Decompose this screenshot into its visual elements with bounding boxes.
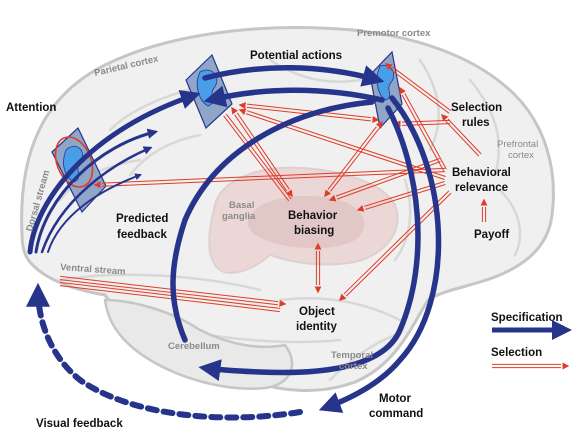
- visual-feedback-arrow: [26, 282, 303, 421]
- label-behavior-biasing-1: Behavior: [288, 210, 338, 222]
- label-cerebellum: Cerebellum: [168, 341, 220, 352]
- legend: Specification Selection: [491, 312, 572, 370]
- label-basal-ganglia-1: Basal: [229, 200, 254, 211]
- selection-arrow-parietal-biasing-2: [223, 113, 292, 202]
- label-behavior-biasing-2: biasing: [294, 225, 334, 237]
- selection-arrow-ventral-stream: [59, 275, 287, 307]
- specification-arrows: [26, 65, 442, 421]
- selection-arrow-premotor-biasing: [324, 120, 383, 198]
- label-basal-ganglia-2: ganglia: [222, 211, 256, 222]
- label-visual-feedback: Visual feedback: [36, 418, 123, 430]
- label-premotor-cortex: Premotor cortex: [357, 28, 431, 39]
- label-predicted-feedback-1: Predicted: [116, 213, 168, 225]
- label-predicted-feedback-2: feedback: [117, 229, 167, 241]
- selection-arrow-relevance-attention: [93, 167, 446, 189]
- basal-ganglia-inner: [247, 195, 365, 249]
- label-behavioral-relevance-2: relevance: [455, 182, 508, 194]
- selection-arrow-ventral-stream-2: [59, 281, 281, 313]
- selection-arrow-biasing-identity: [314, 242, 322, 294]
- legend-selection-swatch: [492, 362, 570, 370]
- label-motor-command-2: command: [369, 408, 423, 420]
- label-temporal-cortex-2: cortex: [339, 361, 368, 372]
- legend-selection-arrow: [492, 362, 570, 370]
- legend-selection-label: Selection: [491, 347, 542, 359]
- dorsal-stream-arrow-2: [34, 128, 159, 254]
- potential-actions-arrow-top: [202, 65, 385, 87]
- dorsal-stream-arrow-4: [47, 173, 142, 253]
- label-potential-actions: Potential actions: [250, 50, 342, 62]
- dorsal-stream-arrow-1: [27, 89, 201, 255]
- selection-arrow-relevance-biasing-2: [328, 158, 441, 202]
- selection-arrow-payoff-relevance: [480, 198, 488, 222]
- selection-arrow-relevance-premotor: [399, 86, 447, 172]
- label-motor-command-1: Motor: [379, 393, 411, 405]
- legend-specification-label: Specification: [491, 312, 563, 324]
- label-selection-rules-2: rules: [462, 117, 490, 129]
- label-object-identity-1: Object: [299, 306, 335, 318]
- selection-arrow-relevance-identity: [339, 190, 452, 301]
- motor-command-arrow: [318, 95, 442, 413]
- cerebellum-loop: [198, 105, 421, 381]
- label-temporal-cortex-1: Temporal: [331, 350, 373, 361]
- label-ventral-stream: Ventral stream: [60, 262, 126, 278]
- label-prefrontal-2: cortex: [508, 150, 534, 161]
- label-selection-rules-1: Selection: [451, 102, 502, 114]
- potential-actions-arrow-bottom: [203, 85, 385, 108]
- label-behavioral-relevance-1: Behavioral: [452, 167, 511, 179]
- label-attention: Attention: [6, 102, 56, 114]
- dorsal-stream-arrow-3: [40, 146, 153, 254]
- selection-arrow-rules-premotor-top: [384, 63, 452, 114]
- label-prefrontal-1: Prefrontal: [497, 139, 538, 150]
- selection-arrows: [59, 63, 488, 313]
- label-payoff: Payoff: [474, 229, 509, 241]
- predicted-feedback-loop: [170, 99, 375, 343]
- selection-arrow-relevance-rules: [441, 113, 482, 157]
- label-object-identity-2: identity: [296, 321, 337, 333]
